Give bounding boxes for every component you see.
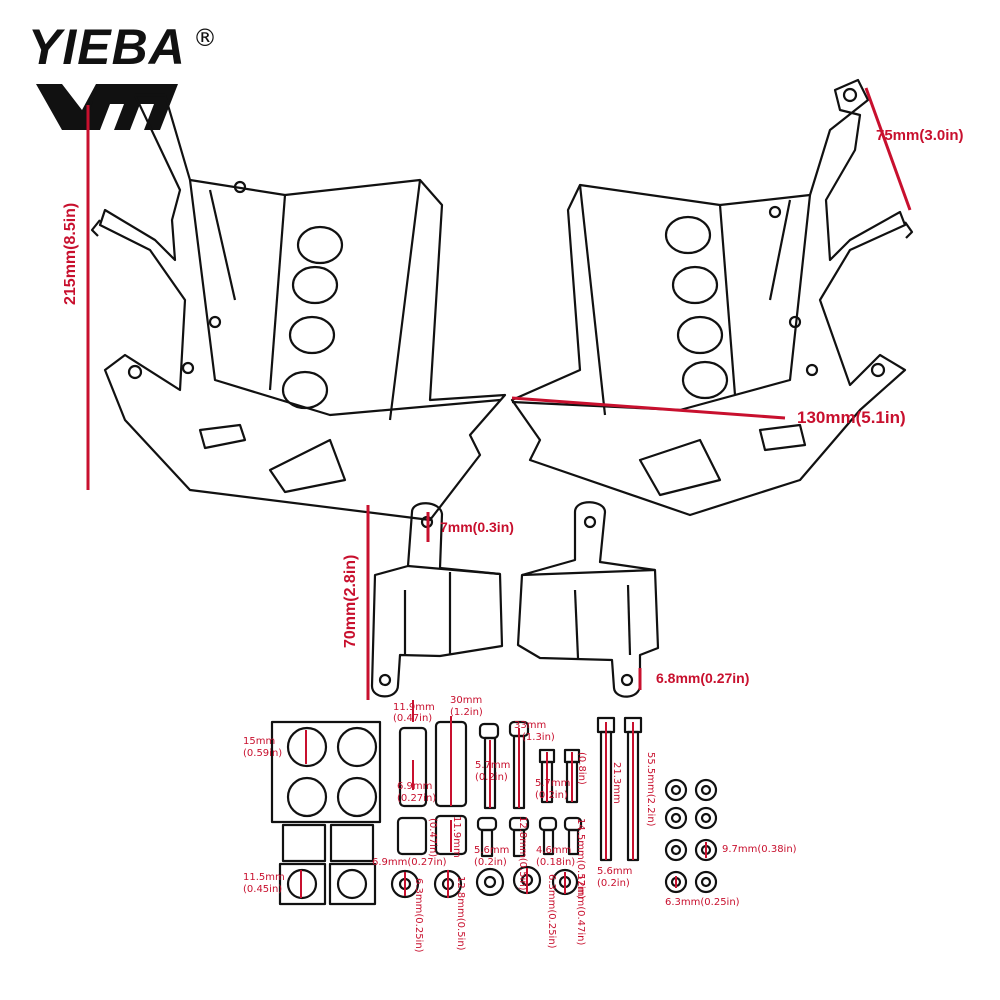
brand-name: YIEBA: [28, 19, 186, 75]
bolt-46-inch-label: (0.18in): [536, 857, 576, 868]
pad-large-size-inch-label: (0.59in): [243, 748, 283, 759]
bolt-small-inch-label: (0.2in): [535, 790, 568, 801]
bracket-width-label: 75mm(3.0in): [876, 127, 964, 144]
bolt-33-inch-label: (1.3in): [522, 732, 555, 743]
ym-logo-icon: [36, 84, 178, 130]
bolt-long-head-inch-label: (0.2in): [597, 878, 630, 889]
spacer-top-label: 11.9mm: [393, 702, 435, 713]
lock-washer-a-label: 9.7mm(0.38in): [722, 844, 797, 855]
bottom-tab-hole-label: 6.8mm(0.27in): [656, 670, 750, 686]
washer-c-label: 6.3mm(0.25in): [546, 874, 557, 949]
bolt-long-head-label: 5.6mm: [597, 866, 633, 877]
pad-small-size-label: 11.5mm: [243, 872, 285, 883]
left-skid-plate: [90, 93, 507, 522]
spacer-id-label: 6.9mm: [397, 781, 433, 792]
spacer-length-inch-label: (1.2in): [450, 707, 483, 718]
lock-washers: [664, 778, 718, 894]
pad-large-size-label: 15mm: [243, 736, 276, 747]
pad-small-size-inch-label: (0.45in): [243, 884, 283, 895]
bolt-56-label: 5.6mm: [474, 845, 510, 856]
small-guard-hole-label: 7mm(0.3in): [440, 519, 514, 535]
washer-a-label: 6.3mm(0.25in): [413, 878, 424, 953]
guard-width-label: 130mm(5.1in): [797, 408, 906, 427]
bolt-long-length-label: 55.5mm(2.2in): [645, 752, 656, 827]
spacer-short-length-label: 11.9mm: [451, 816, 462, 858]
small-right-guard: [516, 501, 660, 698]
spacer-id-inch-label: (0.27in): [397, 793, 437, 804]
registered-mark: ®: [193, 24, 217, 52]
right-skid-plate: [510, 78, 914, 517]
hardware-dimension-lines: [300, 700, 707, 898]
bolt-head-label: 5.7mm: [475, 760, 511, 771]
rubber-pads: [270, 720, 382, 906]
bolt-small-length-label: (0.8in): [576, 752, 587, 785]
bolt-128-label: 12.8mm(0.5in): [517, 816, 528, 891]
spacer-short-inch-label: (0.47in): [427, 818, 438, 858]
height-total-label: 215mm(8.5in): [62, 202, 79, 305]
bolt-long-thread-label: 21.3mm: [611, 762, 622, 804]
bolt-head-inch-label: (0.2in): [475, 772, 508, 783]
washer-d-label: 12mm(0.47in): [575, 874, 586, 946]
bolt-56-inch-label: (0.2in): [474, 857, 507, 868]
spacer-length-label: 30mm: [450, 695, 483, 706]
spacer-top-inch-label: (0.47in): [393, 713, 433, 724]
washer-b-label: 12.8mm(0.5in): [455, 876, 466, 951]
lock-washer-b-label: 6.3mm(0.25in): [665, 897, 740, 908]
small-guard-height-label: 70mm(2.8in): [342, 554, 359, 648]
spacer-short-id-label: 6.9mm(0.27in): [372, 857, 447, 868]
bolt-46-label: 4.6mm: [536, 845, 572, 856]
bolt-33-label: 33mm: [514, 720, 547, 731]
bolt-small-label: 5.7mm: [535, 778, 571, 789]
dimension-lines: [86, 87, 912, 700]
